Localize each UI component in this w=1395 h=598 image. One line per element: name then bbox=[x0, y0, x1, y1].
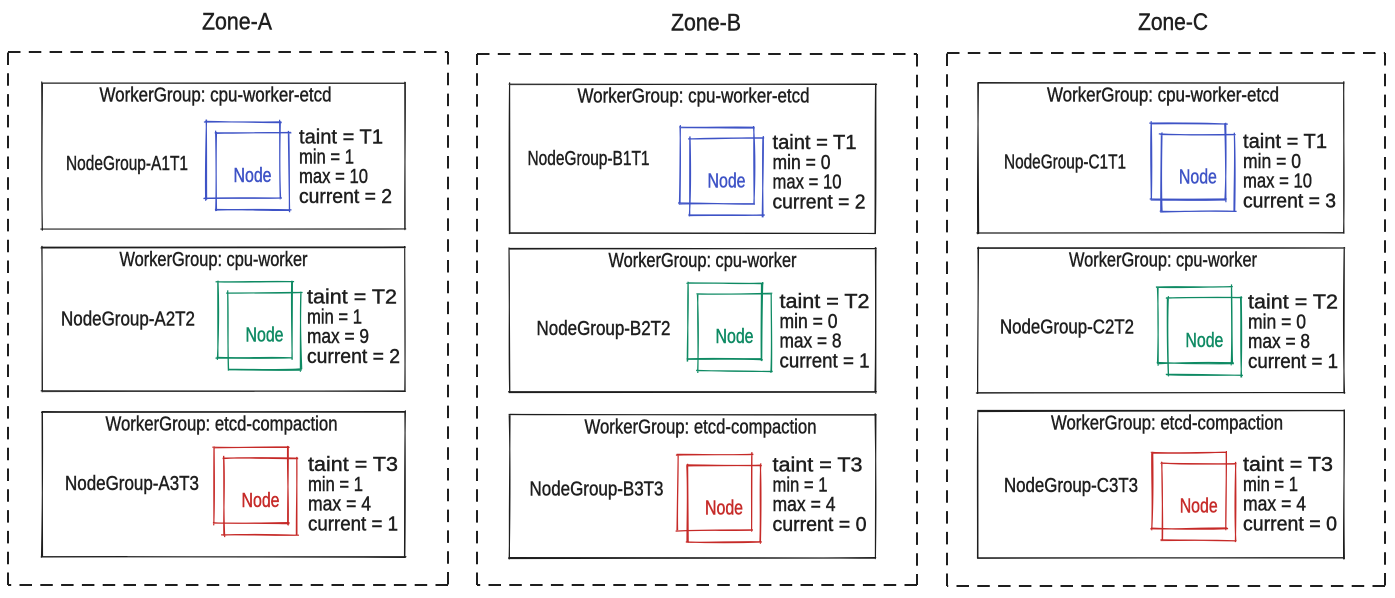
svg-text:taint = T2: taint = T2 bbox=[780, 291, 870, 313]
svg-text:WorkerGroup: cpu-worker: WorkerGroup: cpu-worker bbox=[609, 250, 797, 272]
svg-text:current = 1: current = 1 bbox=[1248, 351, 1338, 373]
svg-text:WorkerGroup: cpu-worker-etcd: WorkerGroup: cpu-worker-etcd bbox=[1047, 85, 1279, 107]
svg-text:WorkerGroup: cpu-worker-etcd: WorkerGroup: cpu-worker-etcd bbox=[578, 86, 810, 108]
svg-text:Node: Node bbox=[242, 490, 280, 512]
svg-text:taint = T3: taint = T3 bbox=[773, 455, 863, 477]
svg-text:current = 2: current = 2 bbox=[299, 186, 392, 208]
svg-text:NodeGroup-A1T1: NodeGroup-A1T1 bbox=[66, 153, 188, 175]
svg-text:taint = T2: taint = T2 bbox=[307, 287, 397, 309]
svg-text:taint = T1: taint = T1 bbox=[1243, 131, 1327, 153]
svg-text:taint = T1: taint = T1 bbox=[773, 132, 857, 154]
svg-text:WorkerGroup: etcd-compaction: WorkerGroup: etcd-compaction bbox=[585, 417, 817, 439]
svg-text:taint = T2: taint = T2 bbox=[1248, 292, 1338, 314]
svg-text:current = 1: current = 1 bbox=[308, 513, 398, 535]
svg-text:Node: Node bbox=[1179, 166, 1217, 188]
svg-text:current = 0: current = 0 bbox=[1243, 513, 1337, 535]
svg-text:min = 0: min = 0 bbox=[780, 311, 838, 333]
svg-text:max = 4: max = 4 bbox=[773, 494, 836, 516]
svg-text:Zone-C: Zone-C bbox=[1138, 9, 1208, 36]
svg-text:min = 0: min = 0 bbox=[1248, 311, 1306, 333]
svg-text:NodeGroup-A3T3: NodeGroup-A3T3 bbox=[65, 473, 199, 495]
svg-text:min = 1: min = 1 bbox=[299, 146, 354, 168]
svg-text:NodeGroup-C3T3: NodeGroup-C3T3 bbox=[1004, 475, 1138, 497]
svg-text:taint = T3: taint = T3 bbox=[1243, 454, 1333, 476]
svg-text:max = 8: max = 8 bbox=[780, 331, 842, 353]
svg-text:WorkerGroup: etcd-compaction: WorkerGroup: etcd-compaction bbox=[1051, 413, 1283, 435]
svg-text:current = 3: current = 3 bbox=[1243, 190, 1336, 212]
svg-text:Node: Node bbox=[705, 497, 743, 519]
svg-text:WorkerGroup: cpu-worker: WorkerGroup: cpu-worker bbox=[120, 249, 308, 271]
svg-text:Node: Node bbox=[234, 165, 272, 187]
svg-text:min = 1: min = 1 bbox=[1243, 474, 1298, 496]
svg-text:max = 9: max = 9 bbox=[307, 326, 369, 348]
svg-text:max = 10: max = 10 bbox=[299, 166, 368, 188]
svg-text:min = 1: min = 1 bbox=[773, 474, 828, 496]
svg-text:current = 2: current = 2 bbox=[773, 191, 866, 213]
svg-text:NodeGroup-C1T1: NodeGroup-C1T1 bbox=[1004, 152, 1126, 174]
svg-text:Node: Node bbox=[716, 326, 754, 348]
svg-text:WorkerGroup: etcd-compaction: WorkerGroup: etcd-compaction bbox=[106, 414, 338, 436]
svg-text:current = 2: current = 2 bbox=[307, 346, 400, 368]
svg-text:Zone-A: Zone-A bbox=[202, 9, 272, 36]
svg-text:max = 10: max = 10 bbox=[773, 172, 842, 194]
svg-text:min = 1: min = 1 bbox=[308, 474, 363, 496]
svg-text:WorkerGroup: cpu-worker-etcd: WorkerGroup: cpu-worker-etcd bbox=[100, 85, 332, 107]
svg-text:NodeGroup-A2T2: NodeGroup-A2T2 bbox=[61, 309, 195, 331]
svg-text:taint = T1: taint = T1 bbox=[299, 127, 383, 149]
svg-text:NodeGroup-C2T2: NodeGroup-C2T2 bbox=[1000, 317, 1134, 339]
svg-text:current = 0: current = 0 bbox=[773, 514, 867, 536]
svg-text:min = 0: min = 0 bbox=[773, 152, 831, 174]
svg-text:taint = T3: taint = T3 bbox=[308, 454, 398, 476]
svg-text:min = 0: min = 0 bbox=[1243, 151, 1301, 173]
svg-text:max = 8: max = 8 bbox=[1248, 331, 1310, 353]
svg-text:Node: Node bbox=[1180, 496, 1218, 518]
svg-text:Node: Node bbox=[1185, 330, 1223, 352]
svg-text:Node: Node bbox=[708, 170, 746, 192]
svg-text:Zone-B: Zone-B bbox=[671, 10, 741, 37]
svg-text:max = 4: max = 4 bbox=[1243, 494, 1306, 516]
svg-text:max = 4: max = 4 bbox=[308, 494, 371, 516]
svg-text:WorkerGroup: cpu-worker: WorkerGroup: cpu-worker bbox=[1069, 250, 1257, 272]
svg-text:NodeGroup-B2T2: NodeGroup-B2T2 bbox=[537, 318, 671, 340]
svg-text:NodeGroup-B3T3: NodeGroup-B3T3 bbox=[530, 479, 664, 501]
svg-text:NodeGroup-B1T1: NodeGroup-B1T1 bbox=[528, 148, 650, 170]
svg-text:current = 1: current = 1 bbox=[780, 350, 870, 372]
svg-text:Node: Node bbox=[246, 325, 284, 347]
svg-text:max = 10: max = 10 bbox=[1243, 171, 1312, 193]
svg-text:min = 1: min = 1 bbox=[307, 306, 362, 328]
